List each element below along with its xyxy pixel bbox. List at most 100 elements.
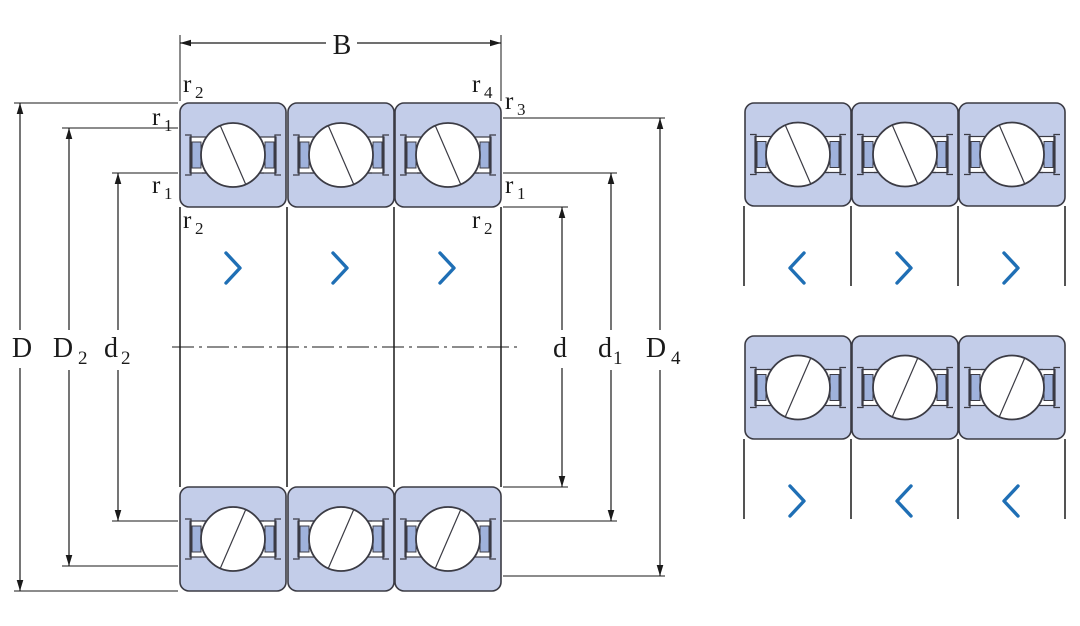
label-D2: D 2 [53, 333, 88, 369]
arrangement-bottom-bearing-1 [744, 335, 852, 440]
seal-right [372, 141, 383, 169]
chevron-left-icon [1002, 484, 1020, 518]
chevron-left-icon [895, 484, 913, 518]
label-r4-top-right: r 4 [472, 71, 493, 102]
seal-left [863, 374, 874, 401]
contact-line [434, 508, 462, 570]
bearing-top-2 [287, 102, 395, 208]
label-r2-mid-right: r 2 [472, 207, 493, 238]
seal-lip-left [293, 134, 300, 176]
load-direction-chevrons [224, 251, 1020, 518]
seal-right [264, 141, 275, 169]
seal-lip-right [489, 134, 496, 176]
seal-right [264, 525, 275, 553]
svg-text:D: D [646, 333, 666, 364]
svg-text:2: 2 [195, 83, 204, 102]
contact-line [998, 124, 1026, 185]
seal-lip-right [1053, 133, 1060, 176]
label-d2: d 2 [104, 333, 131, 369]
seal-lip-left [964, 133, 971, 176]
seal-right [1043, 374, 1054, 401]
label-B: B [333, 30, 352, 61]
chevron-right-icon [895, 251, 913, 285]
seal-lip-left [857, 366, 864, 409]
seal-left [191, 525, 202, 553]
arrangement-bottom-bearing-2 [851, 335, 959, 440]
svg-text:1: 1 [164, 116, 173, 135]
svg-text:d: d [598, 333, 612, 364]
label-r1-top-left-inner: r 1 [152, 172, 173, 203]
seal-lip-right [839, 133, 846, 176]
seal-lip-right [946, 366, 953, 409]
chevron-left-icon [788, 251, 806, 285]
seal-lip-right [839, 366, 846, 409]
seal-lip-right [274, 134, 281, 176]
seal-left [863, 141, 874, 168]
label-r3-top-right: r 3 [505, 88, 526, 119]
svg-text:3: 3 [517, 100, 526, 119]
contact-line [327, 508, 355, 570]
svg-text:d: d [104, 333, 118, 364]
svg-text:4: 4 [671, 348, 681, 369]
chevron-right-icon [331, 251, 349, 285]
seal-right [936, 374, 947, 401]
dimension-lines [14, 35, 1066, 592]
contact-line [434, 124, 462, 186]
label-r2-top-left: r 2 [183, 71, 204, 102]
dimension-labels: B D D 2 d 2 d d 1 D 4 [12, 30, 681, 369]
bearing-bottom-2 [287, 486, 395, 592]
seal-right [372, 525, 383, 553]
svg-text:r: r [183, 207, 192, 234]
radius-labels: r 2 r 1 r 1 r 2 r 4 r 3 r 1 r 2 [152, 71, 526, 238]
seal-lip-right [489, 518, 496, 560]
bearing-top-1 [179, 102, 287, 208]
bearing-bottom-3 [394, 486, 502, 592]
svg-text:2: 2 [121, 348, 131, 369]
svg-text:r: r [505, 172, 514, 199]
svg-text:D: D [53, 333, 73, 364]
seal-lip-left [750, 133, 757, 176]
seal-left [756, 374, 767, 401]
svg-text:1: 1 [164, 184, 173, 203]
seal-lip-left [857, 133, 864, 176]
contact-line [219, 124, 247, 186]
seal-right [1043, 141, 1054, 168]
chevron-right-icon [438, 251, 456, 285]
seal-right [829, 374, 840, 401]
seal-lip-left [400, 134, 407, 176]
label-d: d [553, 333, 567, 364]
svg-text:r: r [472, 207, 481, 234]
arrangement-top-bearing-1 [744, 102, 852, 207]
svg-text:2: 2 [195, 219, 204, 238]
arrangement-top-bearing-2 [851, 102, 959, 207]
label-r1-top-left-outer: r 1 [152, 104, 173, 135]
contact-line [891, 357, 919, 418]
svg-text:1: 1 [517, 184, 526, 203]
seal-lip-right [382, 518, 389, 560]
seal-lip-left [400, 518, 407, 560]
svg-text:r: r [472, 71, 481, 98]
chevron-right-icon [224, 251, 242, 285]
svg-text:r: r [152, 104, 161, 131]
seal-right [829, 141, 840, 168]
svg-text:2: 2 [78, 348, 88, 369]
svg-text:r: r [152, 172, 161, 199]
seal-lip-left [185, 518, 192, 560]
label-r1-right: r 1 [505, 172, 526, 203]
seal-lip-left [293, 518, 300, 560]
seal-left [406, 141, 417, 169]
bearing-bottom-1 [179, 486, 287, 592]
chevron-right-icon [1002, 251, 1020, 285]
arrangement-top-bearing-3 [958, 102, 1066, 207]
seal-left [970, 374, 981, 401]
label-D4: D 4 [646, 333, 681, 369]
seal-right [479, 141, 490, 169]
chevron-right-icon [788, 484, 806, 518]
seal-left [756, 141, 767, 168]
svg-text:1: 1 [613, 348, 623, 369]
contact-line [327, 124, 355, 186]
contact-line [998, 357, 1026, 418]
seal-lip-left [750, 366, 757, 409]
